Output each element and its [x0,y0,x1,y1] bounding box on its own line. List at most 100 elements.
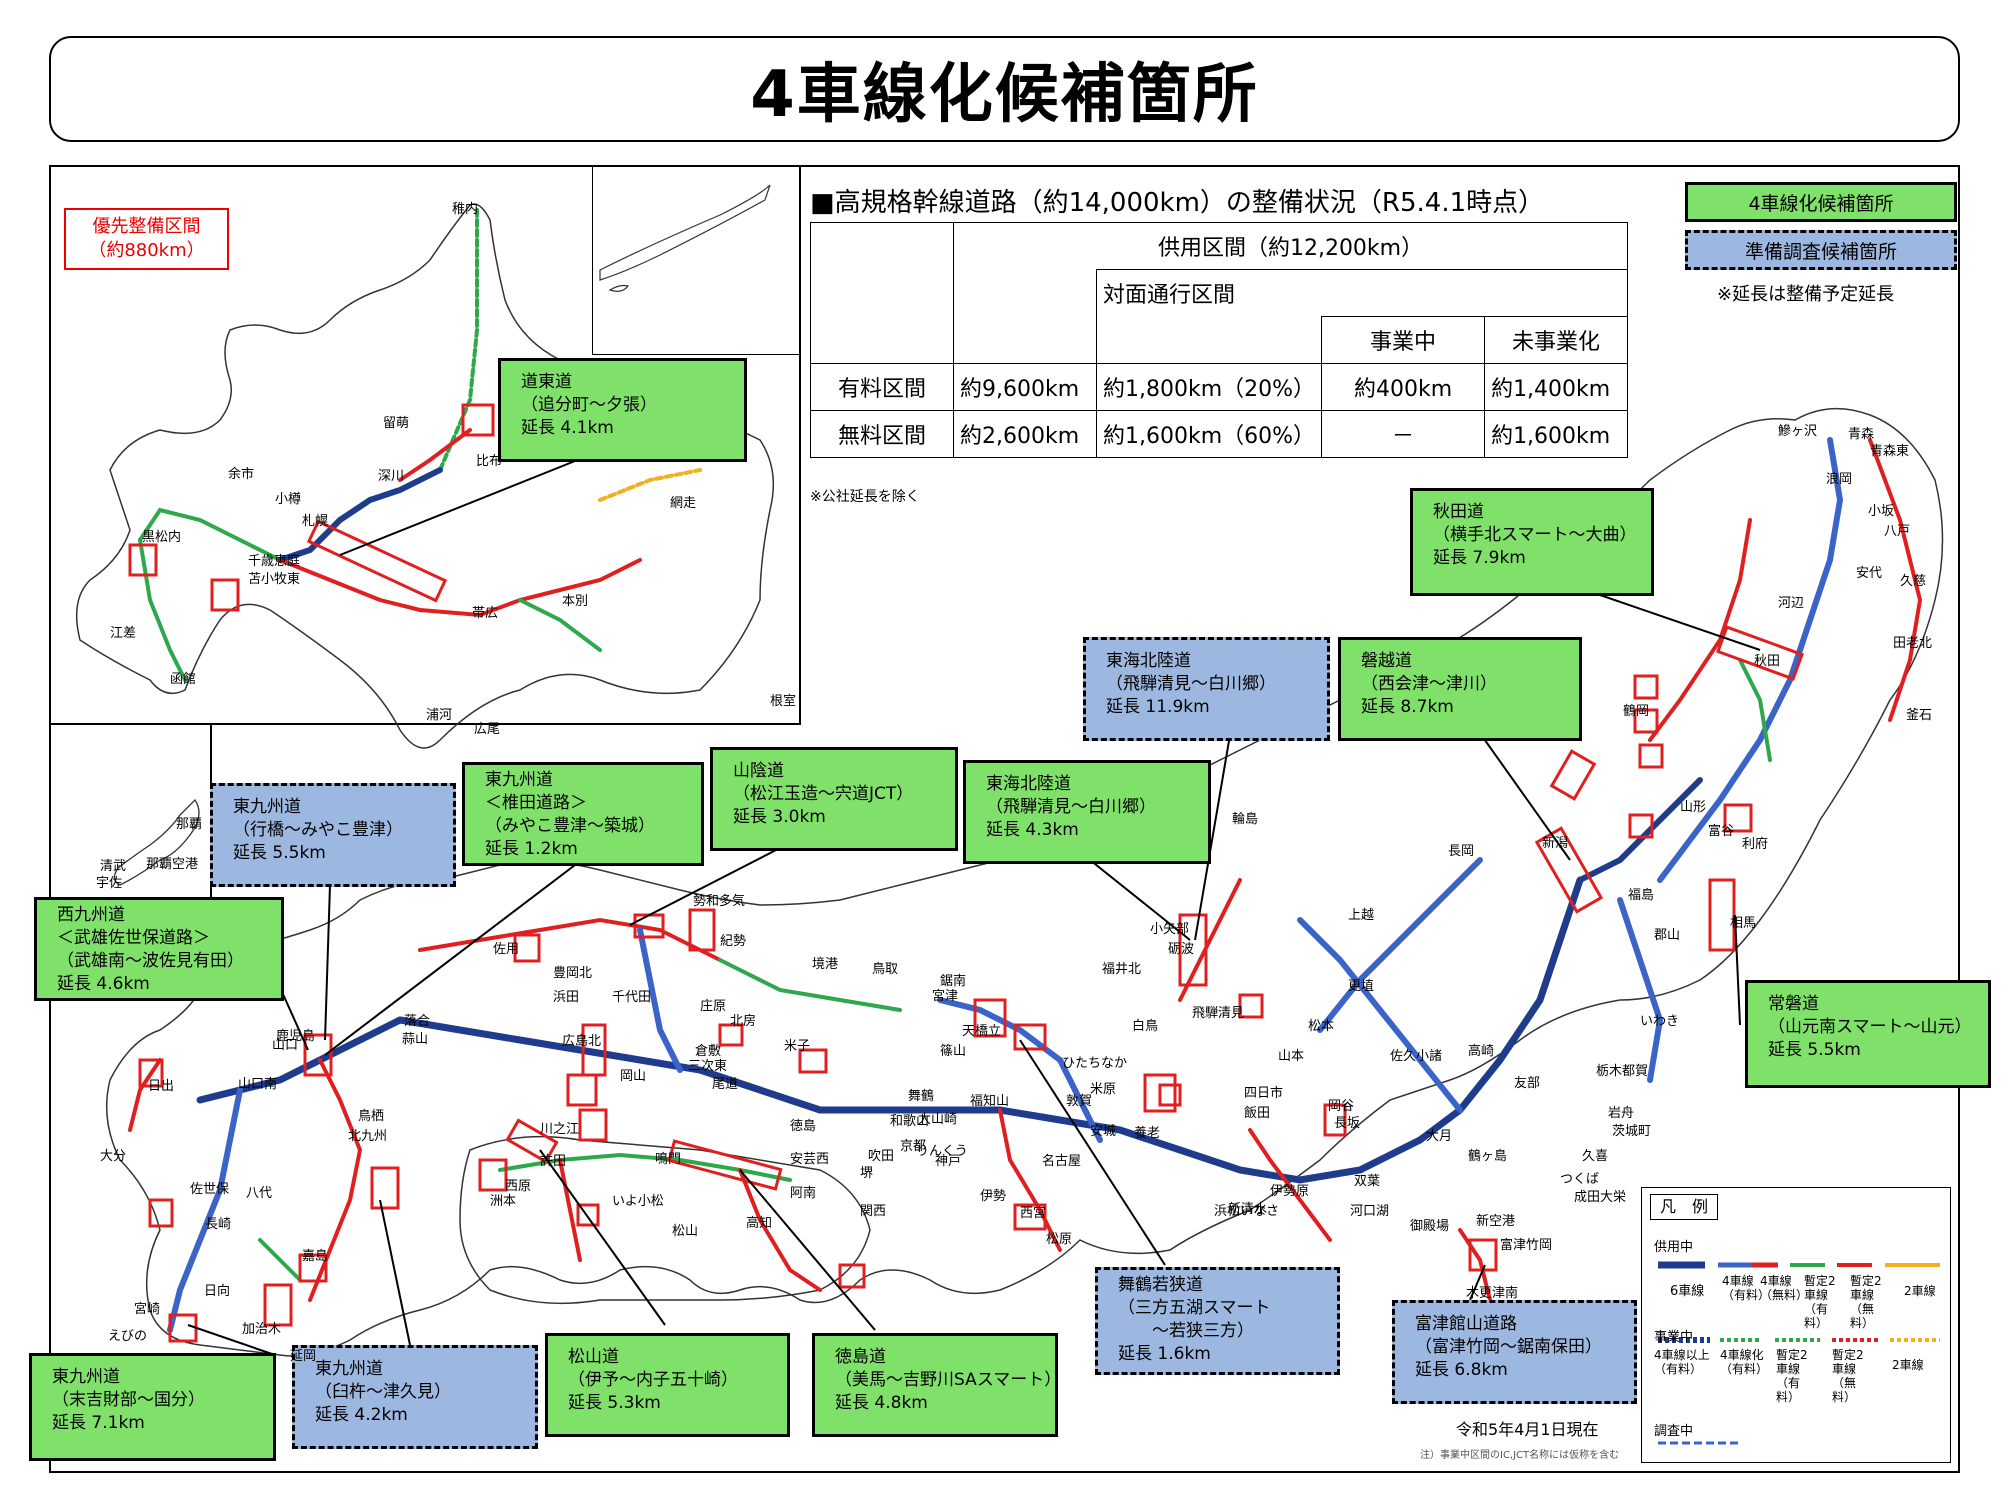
callout-tokushima: 徳島道 （美馬～吉野川SAスマート） 延長 4.8km [812,1333,1061,1437]
place-label: 小樽 [275,492,302,507]
place-label: 川之江 [540,1122,580,1137]
place-label: 網走 [670,496,697,511]
callout-line: （行橋～みやこ豊津） [233,820,403,840]
place-label: 大山崎 [918,1112,958,1127]
place-label: 養老 [1134,1126,1161,1141]
table-row: 有料区間 約9,600km 約1,800km（20%） 約400km 約1,40… [810,363,1629,411]
place-label: 延岡 [290,1349,317,1364]
place-label: 北房 [730,1014,757,1029]
row-in-progress: 約400km [1321,363,1486,411]
legend-length-note: ※延長は整備予定延長 [1717,284,1895,305]
callout-banetsu: 磐越道 （西会津～津川） 延長 8.7km [1338,637,1582,741]
place-label: 天橋立 [962,1024,1002,1039]
status-header-blank2 [953,316,1097,364]
row-total: 約2,600km [953,410,1097,458]
okinawa-outline [113,798,200,886]
place-label: 長岡 [1448,844,1475,859]
place-label: 西原 [505,1179,532,1194]
legend-prep-survey-candidate: 準備調査候補箇所 [1685,230,1957,270]
legend-tentative-free: 暫定2車線（無料） [1850,1274,1882,1330]
place-label: 田老北 [1893,636,1933,651]
place-label: 佐世保 [190,1182,230,1197]
place-label: 函館 [170,672,197,687]
place-label: 岩舟 [1608,1106,1635,1121]
callout-higashikyushu-sueyoshi: 東九州道 （末吉財部～国分） 延長 7.1km [29,1353,276,1461]
place-label: 栃木都賀 [1596,1064,1649,1079]
place-label: 敦賀 [1066,1094,1093,1109]
place-label: りんくう [916,1144,968,1159]
place-label: 安芸西 [790,1152,830,1167]
callout-line: 延長 1.6km [1118,1344,1211,1364]
place-label: いわき [1640,1014,1680,1029]
place-label: 新潟 [1542,836,1569,851]
place-label: 浪岡 [1826,472,1853,487]
place-label: 福井北 [1102,962,1142,977]
place-label: 広尾 [474,722,501,737]
legend-tentative-toll: 暫定2車線（有料） [1804,1274,1836,1330]
place-label: 鹿児島 [276,1029,316,1044]
place-label: 鋸南 [940,974,967,989]
place-label: 札幌 [302,514,329,529]
place-label: 富谷 [1708,824,1735,839]
legend-four-lane-free: 4車線（無料） [1760,1274,1809,1302]
status-header-in-progress: 事業中 [1321,316,1486,364]
callout-line: 山陰道 [733,761,784,781]
place-label: 鳴門 [655,1152,682,1167]
callout-line: （追分町～夕張） [521,395,657,415]
callout-line: 延長 4.2km [315,1405,408,1425]
place-label: 根室 [770,694,797,709]
place-label: 木更津南 [1466,1286,1519,1301]
legend-tent-free2: 暫定2車線（無料） [1832,1348,1864,1404]
place-label: 岡谷 [1328,1099,1355,1114]
place-label: 神戸 [935,1154,962,1169]
place-label: 苫小牧東 [248,572,301,587]
callout-line: 東九州道 [233,797,301,817]
place-label: 本別 [562,594,589,609]
place-label: 帯広 [472,606,499,621]
place-label: 高崎 [1468,1044,1495,1059]
place-label: 双葉 [1354,1174,1381,1189]
callout-tokai-hokuriku: 東海北陸道 （飛騨清見～白川郷） 延長 4.3km [963,760,1211,864]
place-label: 比布 [476,454,503,469]
place-label: 更埴 [1348,979,1375,994]
place-label: 河口湖 [1350,1204,1390,1219]
priority-label-line1: 優先整備区間 [92,216,201,237]
callout-sanin: 山陰道 （松江玉造～宍道JCT） 延長 3.0km [710,747,958,851]
callout-line: 延長 5.3km [568,1393,661,1413]
status-header-two-way: 対面通行区間 [1095,269,1629,317]
place-label: 青森 [1848,427,1875,442]
place-label: 相馬 [1730,916,1757,931]
legend-tent-toll2: 暫定2車線（有料） [1776,1348,1808,1404]
page-title: 4車線化候補箇所 [49,36,1960,142]
kuril-islands [599,184,771,292]
kuril-inset-frame [592,165,800,355]
place-label: 成田 [1574,1190,1601,1205]
place-label: 八代 [246,1186,273,1201]
legend-in-service: 供用中 [1654,1240,1694,1255]
place-label: 新空港 [1476,1214,1516,1229]
place-label: 高知 [746,1216,773,1231]
callout-futtsu-tateyama: 富津館山道路 （富津竹岡～鋸南保田） 延長 6.8km [1392,1300,1637,1404]
place-label: 北九州 [348,1129,388,1144]
place-label: 嘉島 [302,1249,329,1264]
legend-four-lane-toll: 4車線（有料） [1722,1274,1771,1302]
place-label: 蒜山 [402,1032,429,1047]
priority-section-label: 優先整備区間 （約880km） [64,208,229,270]
status-header-blank3 [1095,316,1323,364]
place-label: 阿南 [790,1186,817,1201]
place-label: 三次東 [688,1059,728,1074]
place-label: 茨城町 [1612,1124,1652,1139]
legend-two-lane2: 2車線 [1892,1358,1924,1372]
legend-four-lane-candidate: 4車線化候補箇所 [1685,182,1957,222]
callout-line: 延長 4.6km [57,974,150,994]
place-label: 西宮 [1020,1206,1047,1221]
callout-line: （臼杵～津久見） [315,1382,451,1402]
place-label: 那覇空港 [146,857,199,872]
place-label: 上越 [1348,908,1375,923]
callout-line: （山元南スマート～山元） [1768,1017,1972,1037]
place-label: 留萌 [383,416,410,431]
map-frame [49,165,1960,1473]
callout-tokai-hokuriku-prep: 東海北陸道 （飛騨清見～白川郷） 延長 11.9km [1083,637,1330,741]
callout-line: 東海北陸道 [1106,651,1191,671]
callout-line: 延長 6.8km [1415,1360,1508,1380]
